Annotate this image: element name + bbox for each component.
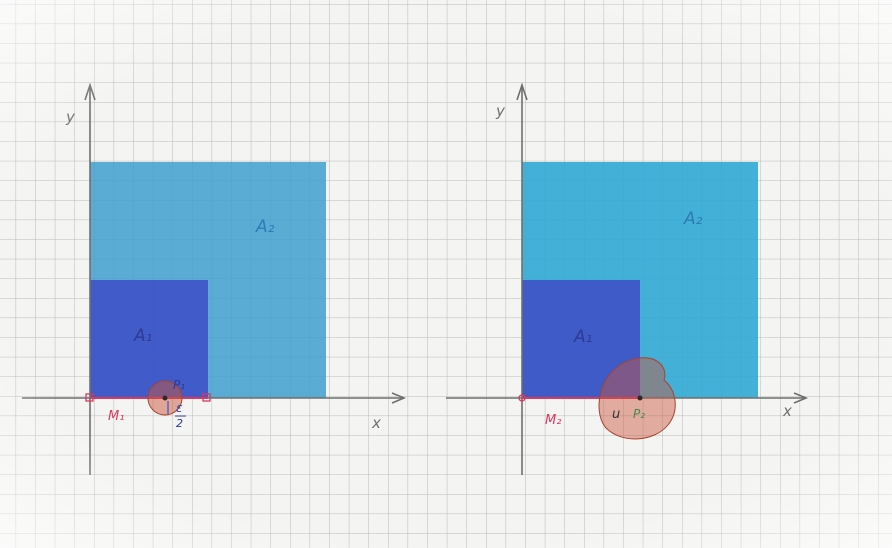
paper-vignette xyxy=(0,0,892,548)
drawing-canvas: y x A₁ A₂ M₁ P₁ ε 2 y x A₁ A₂ M₂ u P₂ xyxy=(0,0,892,548)
graph-paper-drawing: y x A₁ A₂ M₁ P₁ ε 2 y x A₁ A₂ M₂ u P₂ xyxy=(0,0,892,548)
